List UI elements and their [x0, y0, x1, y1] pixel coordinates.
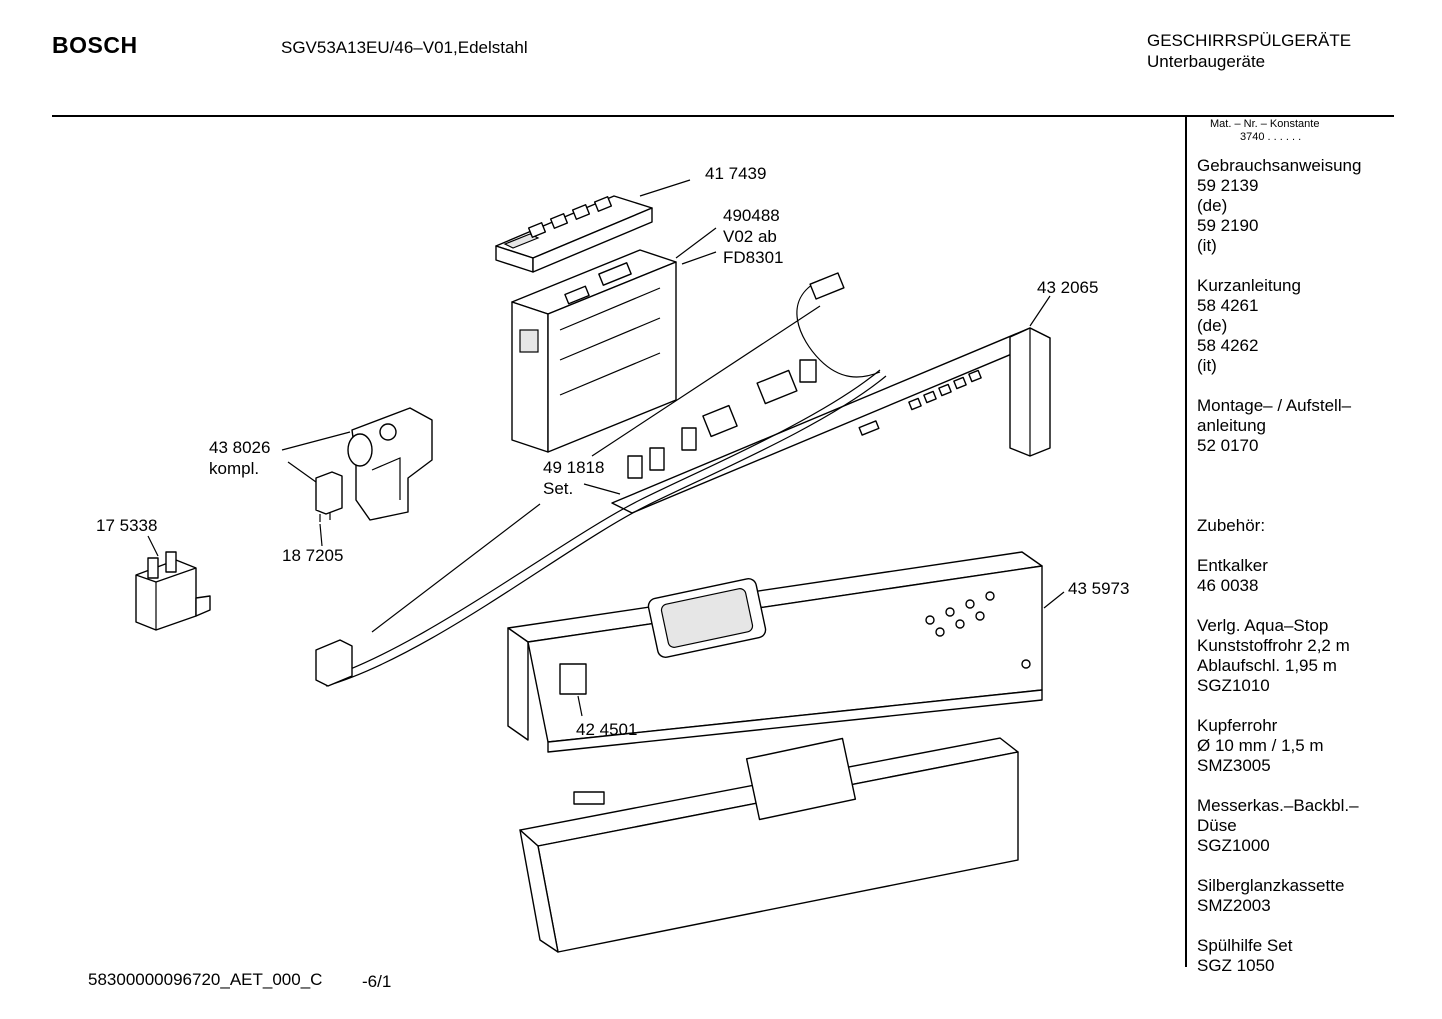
part-label-435973: 43 5973 — [1068, 579, 1130, 598]
accessory-line: Entkalker — [1197, 556, 1268, 575]
part-label-438026-a: 43 8026 — [209, 438, 271, 457]
front-panel-part — [507, 551, 1043, 953]
part-label-491818-b: Set. — [543, 479, 574, 498]
accessory-line: 46 0038 — [1197, 576, 1259, 595]
header-divider — [52, 115, 1394, 117]
accessory-line: Spülhilfe Set — [1197, 936, 1293, 955]
accessory-spacer — [1197, 456, 1427, 476]
accessory-line: (de) — [1197, 316, 1228, 335]
part-label-490488-a: 490488 — [723, 206, 780, 225]
accessory-line: Kurzanleitung — [1197, 276, 1301, 295]
part-label-175338: 17 5338 — [96, 516, 158, 535]
part-label-432065: 43 2065 — [1037, 278, 1099, 297]
accessory-spacer — [1197, 256, 1427, 276]
accessory-line: SGZ 1050 — [1197, 956, 1275, 975]
accessory-line: Düse — [1197, 816, 1237, 835]
part-label-187205: 18 7205 — [282, 546, 344, 565]
category-title: GESCHIRRSPÜLGERÄTE Unterbaugeräte — [1147, 30, 1351, 72]
accessory-line: anleitung — [1197, 416, 1267, 435]
accessory-line: SMZ2003 — [1197, 896, 1271, 915]
accessory-line: 58 4261 — [1197, 296, 1259, 315]
accessory-line: Ø 10 mm / 1,5 m — [1197, 736, 1324, 755]
valve-part — [347, 407, 433, 521]
control-module-part — [511, 249, 677, 453]
accessory-line: Ablaufschl. 1,95 m — [1197, 656, 1337, 675]
accessory-line: Kunststoffrohr 2,2 m — [1197, 636, 1350, 655]
model-title: SGV53A13EU/46–V01,Edelstahl — [281, 38, 528, 57]
cable-harness-part — [315, 272, 887, 687]
accessory-line: Zubehör: — [1197, 516, 1266, 535]
accessory-line: Kupferrohr — [1197, 716, 1278, 735]
accessory-line: Silberglanzkassette — [1197, 876, 1345, 895]
accessory-spacer — [1197, 496, 1427, 516]
key-panel-part — [495, 195, 653, 273]
part-label-490488-c: FD8301 — [723, 248, 784, 267]
accessory-line: 59 2139 — [1197, 176, 1259, 195]
accessory-line: 59 2190 — [1197, 216, 1259, 235]
category-line-2: Unterbaugeräte — [1147, 52, 1266, 71]
accessory-spacer — [1197, 596, 1427, 616]
accessory-line: Messerkas.–Backbl.– — [1197, 796, 1359, 815]
exploded-parts-diagram — [135, 179, 1065, 953]
accessory-spacer — [1197, 856, 1427, 876]
brand-logo: BOSCH — [52, 32, 138, 58]
accessory-spacer — [1197, 696, 1427, 716]
part-label-424501: 42 4501 — [576, 720, 638, 739]
accessory-spacer — [1197, 536, 1427, 556]
accessory-line: 52 0170 — [1197, 436, 1259, 455]
door-strip-part — [611, 327, 1051, 514]
accessory-line: Verlg. Aqua–Stop — [1197, 616, 1329, 635]
accessory-spacer — [1197, 776, 1427, 796]
accessory-spacer — [1197, 476, 1427, 496]
accessory-line: (de) — [1197, 196, 1228, 215]
part-label-417439: 41 7439 — [705, 164, 767, 183]
mat-nr-label: Mat. – Nr. – Konstante — [1210, 118, 1320, 130]
document-id: 58300000096720_AET_000_C — [88, 970, 323, 989]
accessory-line: (it) — [1197, 356, 1217, 375]
suppressor-part — [315, 471, 343, 522]
leader-lines — [147, 179, 1065, 717]
accessory-line: Gebrauchsanweisung — [1197, 156, 1362, 175]
accessory-spacer — [1197, 916, 1427, 936]
part-label-490488-b: V02 ab — [723, 227, 777, 246]
mat-nr-value: 3740 . . . . . . — [1240, 131, 1302, 143]
accessory-line: 58 4262 — [1197, 336, 1259, 355]
accessory-spacer — [1197, 376, 1427, 396]
accessory-panel: Mat. – Nr. – Konstante 3740 . . . . . . … — [1197, 118, 1427, 976]
accessory-line: Montage– / Aufstell– — [1197, 396, 1352, 415]
switch-part — [135, 551, 211, 631]
sheet-number: -6/1 — [362, 972, 392, 991]
accessory-line: SMZ3005 — [1197, 756, 1271, 775]
category-line-1: GESCHIRRSPÜLGERÄTE — [1147, 31, 1352, 50]
side-divider — [1185, 117, 1187, 967]
accessory-line: SGZ1010 — [1197, 676, 1270, 695]
accessory-line: (it) — [1197, 236, 1217, 255]
accessory-line: SGZ1000 — [1197, 836, 1270, 855]
part-label-438026-b: kompl. — [209, 459, 260, 478]
part-label-491818-a: 49 1818 — [543, 458, 605, 477]
